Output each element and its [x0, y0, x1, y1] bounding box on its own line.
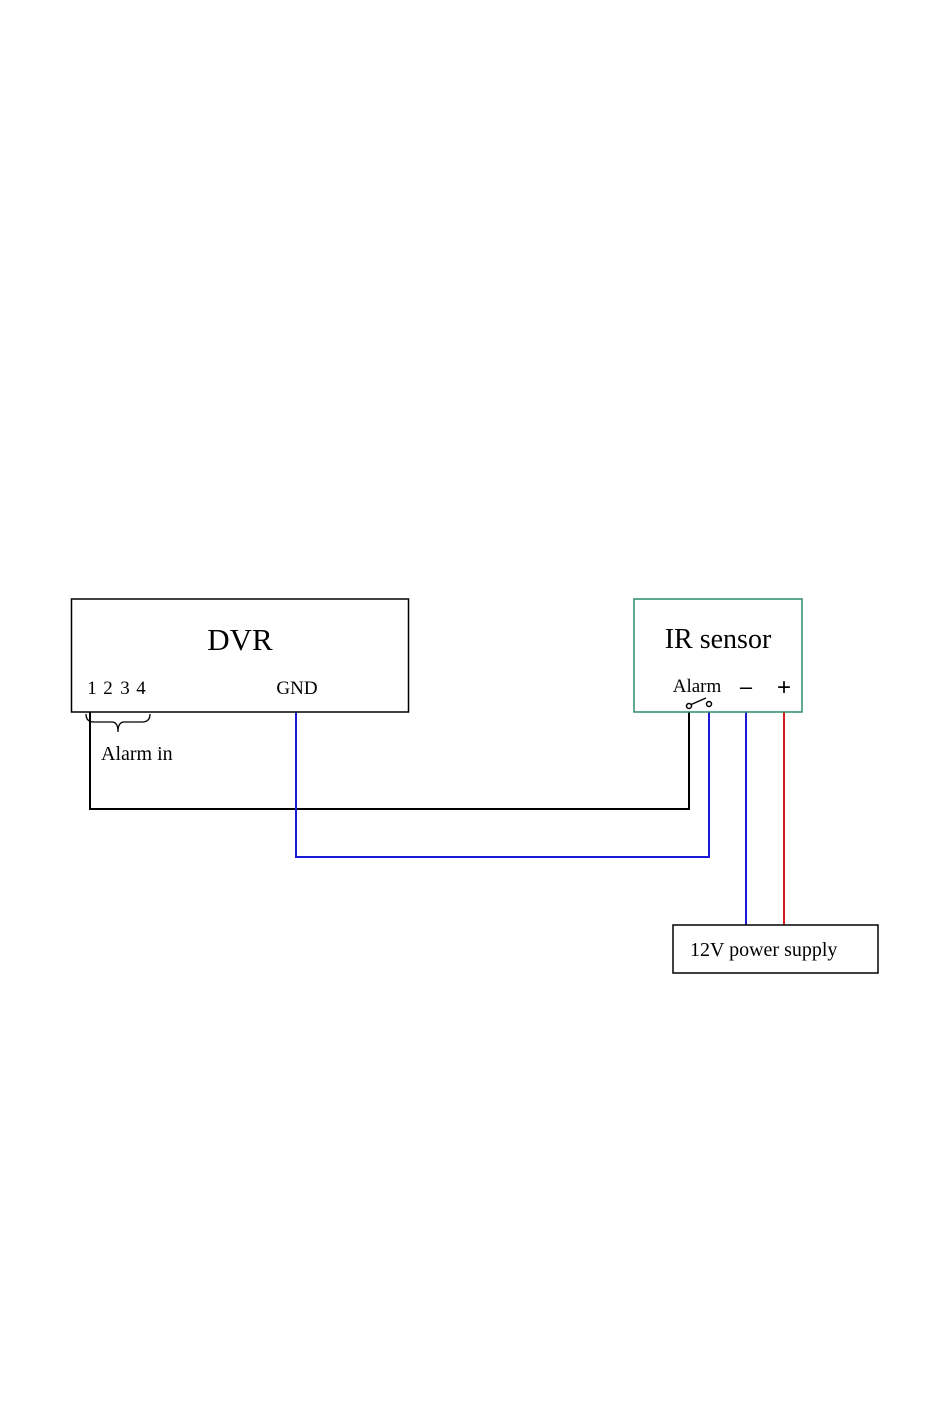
- power-supply-label: 12V power supply: [690, 939, 837, 961]
- alarm-in-brace: [86, 714, 150, 732]
- ir-sensor-title: IR sensor: [665, 624, 772, 655]
- alarm-wire: [90, 697, 689, 809]
- ir-alarm-label: Alarm: [673, 676, 722, 697]
- gnd-terminal: GND: [276, 678, 317, 699]
- alarm-in-label: Alarm in: [101, 743, 173, 765]
- dvr-unit: DVR 1 2 3 4 GND: [72, 599, 409, 712]
- alarm-terminal-1: 1: [87, 678, 97, 699]
- minus-terminal-label: –: [740, 674, 753, 699]
- ir-sensor-unit: IR sensor Alarm – +: [634, 599, 802, 712]
- alarm-terminal-2: 2: [103, 678, 113, 699]
- ground-wire: [296, 706, 709, 857]
- plus-terminal-label: +: [777, 674, 791, 701]
- dvr-title: DVR: [207, 622, 273, 657]
- alarm-terminal-3: 3: [120, 678, 130, 699]
- alarm-terminal-4: 4: [136, 678, 146, 699]
- power-supply-unit: 12V power supply: [673, 925, 878, 973]
